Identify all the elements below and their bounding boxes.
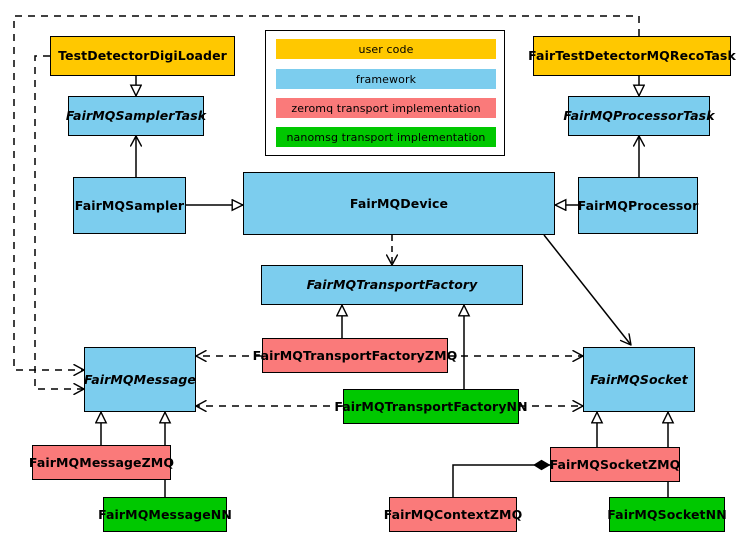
legend-item-nanomsg: nanomsg transport implementation — [276, 127, 496, 147]
edge-contextzmq-socketzmq — [452, 465, 550, 497]
legend-item-zeromq: zeromq transport implementation — [276, 98, 496, 118]
edge-device-socket — [543, 234, 631, 345]
node-fairmqmessagezmq[interactable]: FairMQMessageZMQ — [28, 445, 175, 480]
node-label: FairMQContextZMQ — [383, 506, 523, 522]
node-label: FairMQSampler — [74, 197, 185, 213]
node-fairmqdevice[interactable]: FairMQDevice — [243, 172, 555, 235]
node-fairtestdetectormqrecotask[interactable]: FairTestDetectorMQRecoTask — [528, 36, 736, 76]
node-fairmqsampler[interactable]: FairMQSampler — [73, 177, 186, 234]
node-label: FairMQMessageNN — [98, 506, 232, 522]
node-fairmqtransportfactory[interactable]: FairMQTransportFactory — [261, 265, 523, 305]
node-label: FairMQSocketNN — [607, 506, 727, 522]
node-label: FairMQTransportFactoryNN — [334, 398, 528, 414]
node-fairmqsocketnn[interactable]: FairMQSocketNN — [607, 497, 727, 532]
node-fairmqcontextzmq[interactable]: FairMQContextZMQ — [384, 497, 522, 532]
node-fairmqprocessor[interactable]: FairMQProcessor — [578, 177, 698, 234]
node-fairmqsocket[interactable]: FairMQSocket — [583, 347, 695, 412]
legend-panel: user code framework zeromq transport imp… — [265, 30, 505, 156]
node-label: TestDetectorDigiLoader — [58, 48, 227, 64]
node-fairmqsocketzmq[interactable]: FairMQSocketZMQ — [550, 447, 680, 482]
legend-label: nanomsg transport implementation — [286, 130, 486, 144]
legend-item-framework: framework — [276, 69, 496, 89]
node-testdetectordigiloader[interactable]: TestDetectorDigiLoader — [50, 36, 235, 76]
legend-label: user code — [358, 42, 414, 56]
node-label: FairMQSocketZMQ — [549, 456, 681, 472]
legend-label: zeromq transport implementation — [291, 101, 481, 115]
node-fairmqmessage[interactable]: FairMQMessage — [84, 347, 196, 412]
node-fairmqtransportfactoryzmq[interactable]: FairMQTransportFactoryZMQ — [253, 338, 457, 373]
node-label: FairMQProcessorTask — [563, 108, 715, 124]
node-label: FairMQMessage — [84, 371, 197, 387]
node-label: FairMQProcessor — [577, 197, 699, 213]
node-label: FairMQMessageZMQ — [28, 454, 175, 470]
node-fairmqtransportfactorynn[interactable]: FairMQTransportFactoryNN — [334, 389, 528, 424]
node-fairmqsamplertask[interactable]: FairMQSamplerTask — [65, 96, 207, 136]
legend-label: framework — [355, 72, 417, 86]
node-label: FairMQTransportFactory — [306, 277, 478, 293]
node-label: FairTestDetectorMQRecoTask — [528, 48, 736, 64]
node-label: FairMQSamplerTask — [65, 108, 207, 124]
node-fairmqprocessortask[interactable]: FairMQProcessorTask — [563, 96, 715, 136]
node-label: FairMQTransportFactoryZMQ — [252, 347, 458, 363]
legend-item-user-code: user code — [276, 39, 496, 59]
node-fairmqmessagenn[interactable]: FairMQMessageNN — [98, 497, 232, 532]
node-label: FairMQSocket — [590, 371, 688, 387]
node-label: FairMQDevice — [349, 195, 449, 211]
